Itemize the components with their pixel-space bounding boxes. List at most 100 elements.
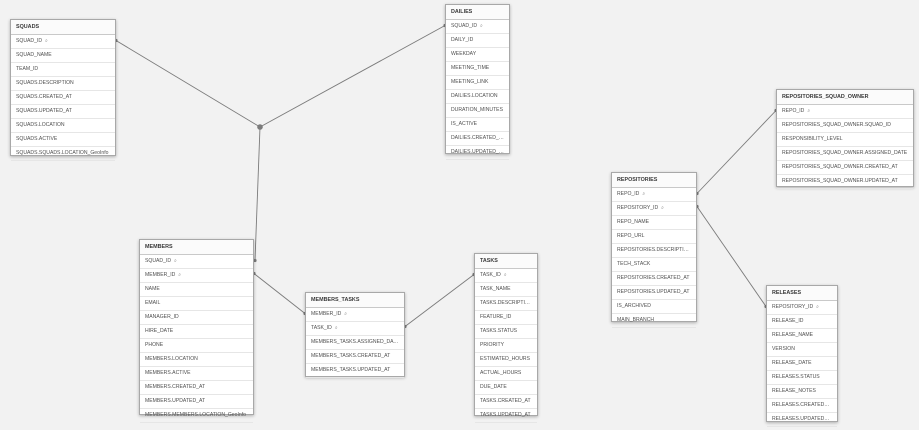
field-row[interactable]: REPOSITORIES.CREATED_AT — [612, 272, 696, 286]
field-row[interactable]: PHONE — [140, 339, 253, 353]
field-row[interactable]: RELEASE_DATE — [767, 357, 837, 371]
field-row[interactable]: ACTUAL_HOURS — [475, 367, 537, 381]
field-row[interactable]: REPOSITORY_ID⌕ — [612, 202, 696, 216]
field-row[interactable]: SQUAD_ID⌕ — [11, 35, 115, 49]
table-title[interactable]: MEMBERS_TASKS — [306, 293, 404, 308]
field-row[interactable]: REPO_ID⌕ — [612, 188, 696, 202]
field-row[interactable]: REPOSITORIES_SQUAD_OWNER.SQUAD_ID — [777, 119, 913, 133]
field-row[interactable]: MEMBER_ID⌕ — [306, 308, 404, 322]
field-row[interactable]: IS_ARCHIVED — [612, 300, 696, 314]
field-list: SQUAD_ID⌕DAILY_ID WEEKDAY MEETING_TIME MEET… — [446, 20, 509, 160]
field-row[interactable]: REPOSITORIES_SQUAD_OWNER.CREATED_AT — [777, 161, 913, 175]
field-row[interactable]: DUE_DATE — [475, 381, 537, 395]
field-name: MEMBER_ID — [145, 272, 176, 278]
field-name: SQUAD_NAME — [16, 52, 52, 58]
field-row[interactable]: MEMBERS.LOCATION — [140, 353, 253, 367]
field-name: TASK_ID — [311, 325, 332, 331]
table-title[interactable]: MEMBERS — [140, 240, 253, 255]
field-row[interactable]: TASKS.STATUS — [475, 325, 537, 339]
field-row[interactable]: MEMBERS.MEMBERS.LOCATION_GeoInfo — [140, 409, 253, 423]
field-row[interactable]: NAME — [140, 283, 253, 297]
field-row[interactable]: REPOSITORIES_SQUAD_OWNER.ASSIGNED_DATE — [777, 147, 913, 161]
table-title[interactable]: TASKS — [475, 254, 537, 269]
field-row[interactable]: REPO_NAME — [612, 216, 696, 230]
field-row[interactable]: MEETING_LINK — [446, 76, 509, 90]
field-row[interactable]: PRIORITY — [475, 339, 537, 353]
field-row[interactable]: REPOSITORY_ID⌕ — [767, 301, 837, 315]
field-row[interactable]: RELEASES.UPDATED_AT — [767, 413, 837, 427]
field-row[interactable]: TASKS.UPDATED_AT — [475, 409, 537, 423]
field-row[interactable]: RESPONSIBILITY_LEVEL — [777, 133, 913, 147]
field-row[interactable]: RELEASE_ID — [767, 315, 837, 329]
field-row[interactable]: DAILIES.LOCATION — [446, 90, 509, 104]
field-row[interactable]: MANAGER_ID — [140, 311, 253, 325]
field-row[interactable]: TASKS.DESCRIPTION — [475, 297, 537, 311]
field-row[interactable]: RELEASE_NOTES — [767, 385, 837, 399]
field-row[interactable]: SQUAD_ID⌕ — [446, 20, 509, 34]
table-title[interactable]: REPOSITORIES — [612, 173, 696, 188]
field-row[interactable]: SQUADS.UPDATED_AT — [11, 105, 115, 119]
field-row[interactable]: DAILIES.CREATED_AT — [446, 132, 509, 146]
field-row[interactable]: SQUAD_NAME — [11, 49, 115, 63]
table-title[interactable]: REPOSITORIES_SQUAD_OWNER — [777, 90, 913, 105]
field-row[interactable]: TECH_STACK — [612, 258, 696, 272]
field-row[interactable]: WEEKDAY — [446, 48, 509, 62]
field-row[interactable]: TEAM_ID — [11, 63, 115, 77]
field-row[interactable]: EMAIL — [140, 297, 253, 311]
field-row[interactable]: MEMBERS.UPDATED_AT — [140, 395, 253, 409]
field-row[interactable]: REPO_ID⌕ — [777, 105, 913, 119]
field-row[interactable]: RELEASE_NAME — [767, 329, 837, 343]
table-title[interactable]: SQUADS — [11, 20, 115, 35]
field-row[interactable]: SQUADS.ACTIVE — [11, 133, 115, 147]
field-row[interactable]: ESTIMATED_HOURS — [475, 353, 537, 367]
field-name: MEMBERS_TASKS.UPDATED_AT — [311, 367, 391, 373]
field-row[interactable]: IS_ACTIVE — [446, 118, 509, 132]
field-row[interactable]: MAIN_BRANCH — [612, 314, 696, 328]
field-name: WEEKDAY — [451, 51, 477, 57]
field-row[interactable]: HIRE_DATE — [140, 325, 253, 339]
field-row[interactable]: MEMBERS_TASKS.CREATED_AT — [306, 350, 404, 364]
field-row[interactable]: FEATURE_ID — [475, 311, 537, 325]
field-row[interactable]: DAILY_ID — [446, 34, 509, 48]
field-row[interactable]: DAILIES.UPDATED_AT — [446, 146, 509, 160]
field-row[interactable]: RELEASES.STATUS — [767, 371, 837, 385]
field-row[interactable]: MEMBERS.CREATED_AT — [140, 381, 253, 395]
field-row[interactable]: REPOSITORIES.DESCRIPTION — [612, 244, 696, 258]
field-name: MEETING_LINK — [451, 79, 489, 85]
field-row[interactable]: DURATION_MINUTES — [446, 104, 509, 118]
field-row[interactable]: SQUADS.LOCATION — [11, 119, 115, 133]
field-row[interactable]: TASK_NAME — [475, 283, 537, 297]
table-title[interactable]: RELEASES — [767, 286, 837, 301]
field-row[interactable]: SQUADS.SQUADS.LOCATION_GeoInfo — [11, 147, 115, 161]
field-row[interactable]: MEMBERS_TASKS.UPDATED_AT — [306, 364, 404, 378]
field-row[interactable]: VERSION — [767, 343, 837, 357]
field-row[interactable]: MEMBERS_TASKS.ASSIGNED_DATE — [306, 336, 404, 350]
field-row[interactable]: TASK_ID⌕ — [475, 269, 537, 283]
field-row[interactable]: MEMBER_ID⌕ — [140, 269, 253, 283]
field-name: MEMBERS_TASKS.CREATED_AT — [311, 353, 391, 359]
field-row[interactable]: RELEASES.CREATED_AT — [767, 399, 837, 413]
field-row[interactable]: SQUADS.CREATED_AT — [11, 91, 115, 105]
field-row[interactable]: REPOSITORIES_SQUAD_OWNER.UPDATED_AT — [777, 175, 913, 189]
field-row[interactable]: REPO_URL — [612, 230, 696, 244]
field-row[interactable]: MEMBERS.ACTIVE — [140, 367, 253, 381]
table-title[interactable]: DAILIES — [446, 5, 509, 20]
field-row[interactable]: REPOSITORIES.UPDATED_AT — [612, 286, 696, 300]
field-row[interactable]: SQUAD_ID⌕ — [140, 255, 253, 269]
field-row[interactable]: SQUADS.DESCRIPTION — [11, 77, 115, 91]
field-row[interactable]: TASK_ID⌕ — [306, 322, 404, 336]
field-name: SQUADS.UPDATED_AT — [16, 108, 72, 114]
field-row[interactable]: MEETING_TIME — [446, 62, 509, 76]
field-row[interactable]: TASKS.CREATED_AT — [475, 395, 537, 409]
